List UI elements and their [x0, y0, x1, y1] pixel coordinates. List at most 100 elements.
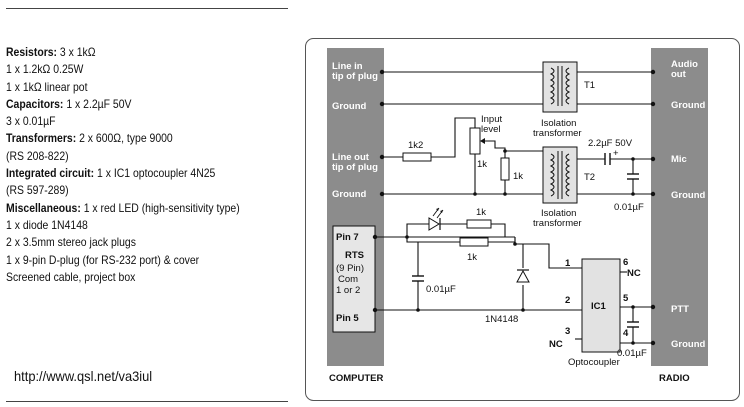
parts-list-line: Miscellaneous: 1 x red LED (high-sensiti…	[6, 200, 269, 217]
cap-mic-label: 0.01µF	[614, 202, 644, 213]
radio-footer: RADIO	[659, 373, 690, 384]
parts-category-label: Transformers:	[6, 132, 77, 146]
resistor-1k2	[402, 152, 432, 162]
parts-category-label: Miscellaneous:	[6, 201, 81, 215]
ic1-label: IC1	[591, 301, 607, 312]
t1-label: T1	[584, 80, 595, 91]
input-level-pot	[469, 127, 481, 155]
input-label: Input	[481, 114, 502, 125]
junction-led	[405, 235, 409, 239]
source-url: http://www.qsl.net/va3iul	[14, 368, 153, 384]
pin2-label: 2	[565, 295, 570, 306]
parts-category-label: Integrated circuit:	[6, 167, 95, 181]
dot-right-ground-1	[650, 101, 656, 107]
parts-list-line: 3 x 0.01µF	[6, 113, 269, 130]
dot-ground-2	[379, 191, 385, 197]
pin1-label: 1	[565, 258, 571, 269]
left-ground-label-2: Ground	[332, 189, 366, 200]
right-ground-label-1: Ground	[671, 100, 705, 111]
parts-list-line: 1 x 1kΩ linear pot	[6, 79, 269, 96]
r-led-label: 1k	[476, 207, 486, 218]
junction-ptt-ground	[631, 341, 635, 345]
line-in-label: Line in	[332, 61, 363, 72]
cap-plus-label: +	[613, 148, 619, 159]
parts-item-text: 3 x 1kΩ	[57, 46, 96, 59]
rts-label: RTS	[345, 250, 364, 261]
led	[428, 207, 444, 231]
r1k2-label: 1k2	[408, 140, 423, 151]
parts-list: Resistors: 3 x 1kΩ 1 x 1.2kΩ 0.25W 1 x 1kΩ…	[6, 44, 269, 286]
t2-label: T2	[584, 172, 595, 183]
parts-item-text: 3 x 0.01µF	[6, 115, 56, 129]
right-ground-label-2: Ground	[671, 190, 705, 201]
junction-ptt-cap	[631, 305, 635, 309]
parts-item-text: Screened cable, project box	[6, 270, 136, 284]
pin4-label: 4	[623, 328, 629, 339]
junction-mic-ground	[631, 192, 635, 196]
bottom-rule	[6, 401, 288, 402]
circuit-diagram: Line in tip of plug Ground Line out tip …	[305, 38, 740, 401]
iso2-label-1: Isolation	[541, 208, 576, 219]
parts-item-text: 1 x IC1 optocoupler 4N25	[94, 167, 216, 181]
dot-line-in	[379, 69, 385, 75]
junction-pot-ground	[473, 192, 477, 196]
dot-line-out	[379, 154, 385, 160]
resistor-1k-led	[466, 219, 492, 229]
parts-list-line: Screened cable, project box	[6, 269, 269, 286]
dot-ground-1	[379, 101, 385, 107]
com-label: Com	[338, 274, 358, 285]
parts-list-line: 1 x diode 1N4148	[6, 217, 269, 234]
iso2-label-2: transformer	[533, 218, 582, 229]
pin6-label: 6	[623, 257, 628, 268]
diagram-frame	[305, 38, 740, 401]
dot-pin7	[372, 234, 378, 240]
wire-to-pin1	[514, 237, 582, 269]
wire-r1k2-pot	[431, 117, 476, 158]
parts-list-line: 1 x 1.2kΩ 0.25W	[6, 61, 269, 78]
parts-category-label: Capacitors:	[6, 97, 64, 111]
nine-pin-label: (9 Pin)	[336, 263, 364, 274]
parts-item-text: (RS 597-289)	[6, 184, 69, 198]
parts-list-line: 2 x 3.5mm stereo jack plugs	[6, 234, 269, 251]
iso1-label-1: Isolation	[541, 118, 576, 129]
ic1-optocoupler	[581, 258, 621, 353]
level-label: level	[481, 124, 501, 135]
iso1-label-2: transformer	[533, 128, 582, 139]
parts-item-text: 2 x 600Ω, type 9000	[76, 132, 173, 146]
ptt-label: PTT	[671, 304, 689, 315]
computer-footer: COMPUTER	[329, 373, 384, 384]
r-base-label: 1k	[467, 252, 477, 263]
top-rule	[6, 8, 288, 9]
line-out-tip-label: tip of plug	[332, 162, 378, 173]
parts-item-text: 1 x 1kΩ linear pot	[6, 80, 88, 94]
junction-rts-cap	[416, 308, 420, 312]
parts-item-text: 1 x 1.2kΩ 0.25W	[6, 63, 84, 77]
parts-item-text: 1 x 2.2µF 50V	[63, 97, 132, 111]
shunt-1k-label: 1k	[513, 171, 523, 182]
cap-2u2-label: 2.2µF 50V	[588, 138, 633, 149]
dot-right-ground-2	[650, 191, 656, 197]
parts-category-label: Resistors:	[6, 46, 58, 59]
parts-item-text: 1 x diode 1N4148	[6, 218, 88, 232]
wire-led-res	[491, 223, 506, 237]
resistor-1k-base	[459, 237, 489, 247]
nc6-label: NC	[627, 268, 641, 279]
capacitor-rts	[412, 275, 424, 282]
audio-out-label-2: out	[671, 69, 687, 80]
pin7-label: Pin 7	[336, 232, 359, 243]
junction-diode	[521, 308, 525, 312]
parts-list-line: 1 x 9-pin D-plug (for RS-232 port) & cov…	[6, 252, 269, 269]
transformer-t2	[542, 146, 578, 204]
wire-wiper	[487, 140, 506, 151]
right-ground-label-3: Ground	[671, 339, 705, 350]
dot-ptt	[650, 304, 656, 310]
line-out-label: Line out	[332, 152, 370, 163]
parts-list-line: Resistors: 3 x 1kΩ	[6, 44, 269, 61]
optocoupler-label: Optocoupler	[568, 357, 620, 368]
parts-list-line: Integrated circuit: 1 x IC1 optocoupler …	[6, 165, 269, 182]
parts-list-line: (RS 597-289)	[6, 182, 269, 199]
pin5-label: Pin 5	[336, 313, 359, 324]
capacitor-ptt	[627, 321, 639, 328]
pot-arrow-head	[480, 138, 485, 144]
nc3-label: NC	[549, 339, 563, 350]
